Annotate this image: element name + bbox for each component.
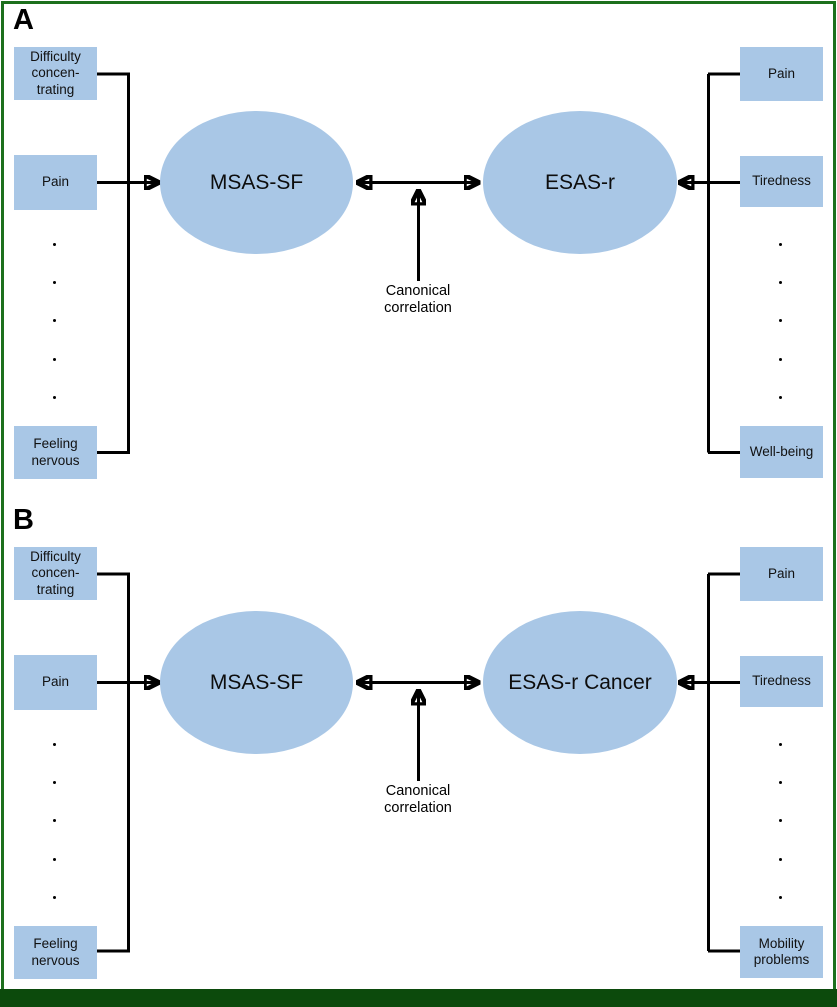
indicator-box-feeling-nervous: Feeling nervous [14,926,97,979]
construct-label: ESAS-r Cancer [508,670,652,694]
indicator-box-pain-left: Pain [14,155,97,210]
indicator-box-tiredness: Tiredness [740,156,823,207]
indicator-box-feeling-nervous: Feeling nervous [14,426,97,479]
canonical-correlation-label: Canonical correlation [384,783,452,817]
panel-b-connector-lines [97,572,740,953]
construct-label: MSAS-SF [209,170,304,194]
construct-ellipse-msas-sf: MSAS-SF [160,111,353,254]
indicator-box-well-being: Well-being [740,426,823,478]
indicator-box-tiredness: Tiredness [740,656,823,707]
indicator-box-pain-right: Pain [740,47,823,101]
canonical-correlation-label: Canonical correlation [384,283,452,317]
construct-ellipse-msas-sf: MSAS-SF [160,611,353,754]
panel-b: B Difficulty concen- trating Pain Feelin… [0,500,837,1000]
indicator-box-difficulty-concentrating: Difficulty concen- trating [14,47,97,100]
panel-b-label: B [13,504,34,536]
construct-label: MSAS-SF [209,670,304,694]
panel-a-label: A [13,4,34,36]
bottom-green-band [0,989,837,1007]
indicator-box-pain-right: Pain [740,547,823,601]
indicator-box-pain-left: Pain [14,655,97,710]
panel-a: A Difficulty concen- trating Pain Feelin… [0,0,837,500]
construct-ellipse-esas-r: ESAS-r [483,111,677,254]
construct-ellipse-esas-r-cancer: ESAS-r Cancer [483,611,677,754]
panel-a-connector-lines [97,72,740,454]
indicator-box-difficulty-concentrating: Difficulty concen- trating [14,547,97,600]
construct-label: ESAS-r [544,170,615,194]
indicator-box-mobility-problems: Mobility problems [740,926,823,978]
